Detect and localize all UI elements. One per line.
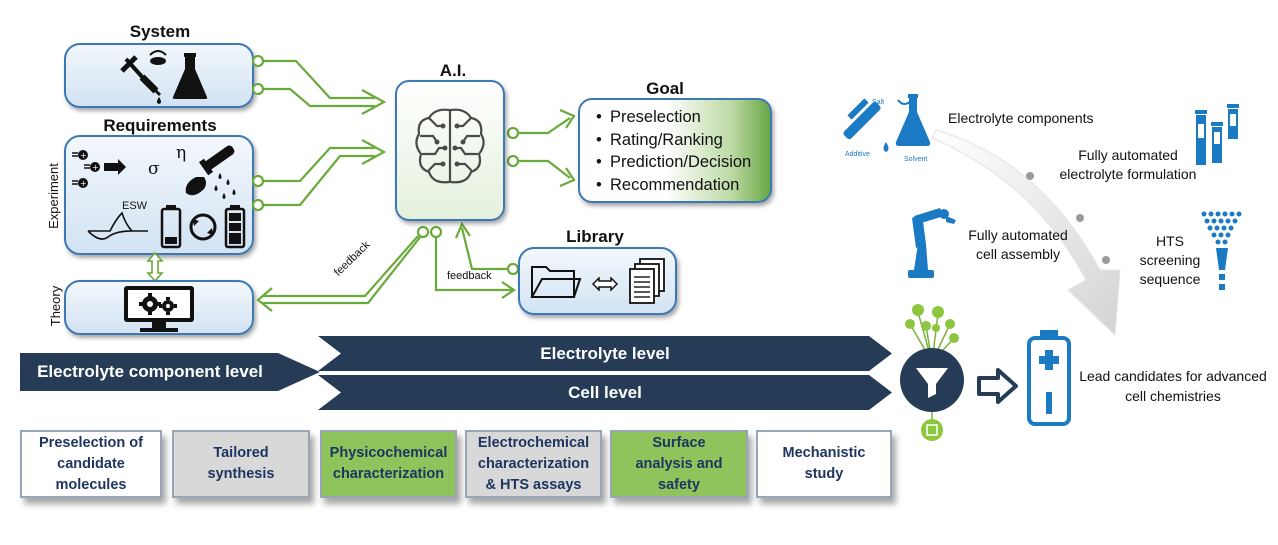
ai-box [395, 80, 505, 221]
feedback-label-lower: feedback [447, 270, 492, 282]
cv-curve-icon [87, 211, 148, 240]
cell-assembly-label: Fully automated cell assembly [968, 227, 1068, 262]
electrolyte-component-level-band: Electrolyte component level [20, 353, 320, 391]
step-surface-analysis: Surface analysis and safety [610, 430, 748, 498]
lead-candidates-label: Lead candidates for advanced cell chemis… [1079, 368, 1267, 404]
goal-list: Preselection Rating/Ranking Prediction/D… [592, 106, 751, 196]
funnel-icon [900, 304, 964, 441]
step-physicochemical: Physicochemical characterization [320, 430, 457, 498]
documents-icon [629, 258, 665, 304]
pipette-blue-icon [843, 94, 931, 152]
requirements-panel: + + + σ η ESW [64, 135, 254, 255]
salt-label: Salt [872, 99, 885, 106]
double-arrow-horizontal-icon [592, 277, 618, 291]
goal-item: Preselection [596, 106, 751, 129]
svg-text:+: + [80, 179, 87, 188]
sigma-symbol: σ [148, 159, 160, 179]
esw-label: ESW [122, 200, 148, 212]
eta-symbol: η [176, 143, 187, 163]
step-tailored-synthesis: Tailored synthesis [172, 430, 310, 498]
step-electrochemical: Electrochemical characterization & HTS a… [465, 430, 602, 498]
cell-level-band: Cell level [318, 375, 892, 410]
flask-icon [172, 53, 208, 99]
requirements-title: Requirements [103, 116, 217, 135]
battery-cycling-icon [160, 205, 246, 249]
arrow-right-icon [977, 368, 1018, 404]
brain-circuit-icon [415, 108, 485, 184]
goal-item: Recommendation [596, 174, 751, 197]
ion-migration-icon: + + + [72, 150, 126, 188]
monitor-gears-icon [124, 286, 194, 332]
pouring-test-tube-icon [185, 145, 236, 199]
goal-item: Prediction/Decision [596, 151, 751, 174]
library-title: Library [566, 227, 624, 246]
library-box [518, 247, 677, 315]
solvent-label: Solvent [904, 156, 928, 163]
robot-arm-icon [908, 208, 956, 278]
theory-panel [64, 280, 254, 335]
goal-title: Goal [646, 79, 684, 98]
electrolyte-components-label: Electrolyte components [948, 110, 1094, 126]
system-title: System [129, 22, 191, 41]
folder-icon [530, 266, 582, 298]
screening-funnel-icon [1201, 211, 1242, 290]
workflow-curve-arrow [931, 129, 1121, 337]
hts-label: HTS screening sequence [1139, 233, 1201, 287]
step-mechanistic: Mechanistic study [756, 430, 892, 498]
electrolyte-level-band: Electrolyte level [318, 336, 892, 371]
vials-icon [1195, 104, 1239, 165]
ai-title: A.I. [439, 61, 467, 80]
svg-text:+: + [92, 163, 99, 172]
goal-box: Preselection Rating/Ranking Prediction/D… [578, 98, 772, 203]
pipette-icon [120, 50, 167, 104]
system-panel [64, 43, 254, 108]
step-preselection: Preselection of candidate molecules [20, 430, 162, 498]
additive-label: Additive [845, 151, 870, 158]
svg-text:+: + [80, 151, 87, 160]
goal-item: Rating/Ranking [596, 129, 751, 152]
battery-icon [1027, 330, 1071, 426]
formulation-label: Fully automated electrolyte formulation [1059, 147, 1197, 182]
